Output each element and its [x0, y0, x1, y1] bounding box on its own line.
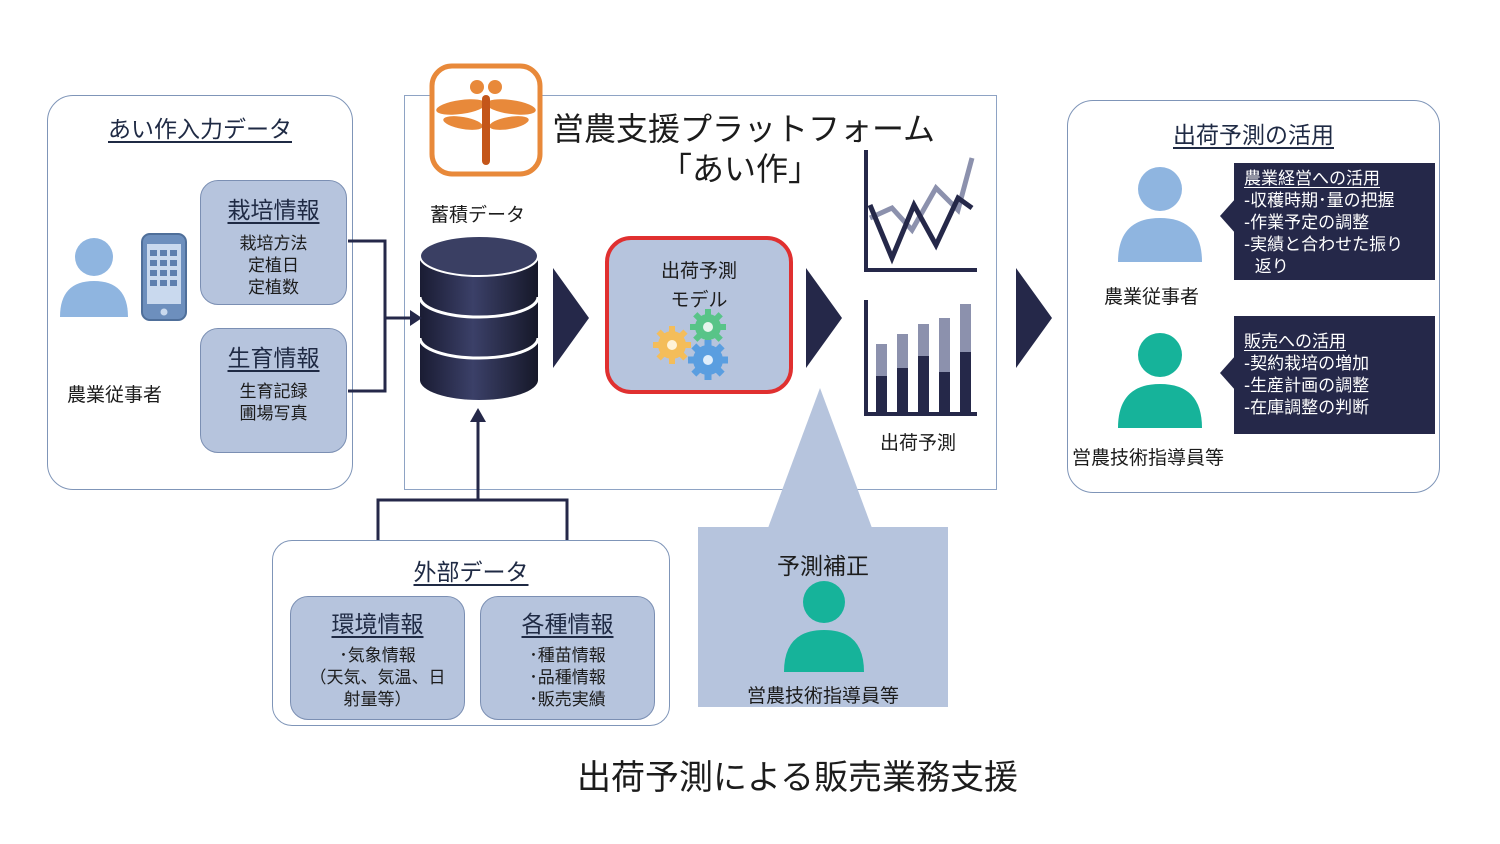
farm-management-usage-box: 農業経営への活用 -収穫時期･量の把握 -作業予定の調整 -実績と合わせた振り … — [1234, 163, 1435, 280]
bar-chart-icon — [864, 300, 977, 416]
arrow-right-icon — [1016, 268, 1052, 368]
growth-info-title: 生育情報 — [227, 346, 320, 372]
sales-usage-item: -生産計画の調整 — [1244, 376, 1370, 396]
various-item: ･種苗情報 — [529, 646, 606, 666]
arrow-right-icon — [806, 268, 842, 368]
input-data-title: あい作入力データ — [108, 117, 292, 143]
correction-title: 予測補正 — [777, 554, 869, 580]
sales-usage-item: -契約栽培の増加 — [1244, 354, 1370, 374]
farmer-person-icon — [60, 238, 128, 317]
environment-item: （天気、気温、日 — [309, 668, 446, 688]
diagram-caption: 出荷予測による販売業務支援 — [577, 758, 1018, 798]
farm-management-item: -実績と合わせた振り — [1244, 235, 1404, 255]
farm-management-item: -作業予定の調整 — [1244, 213, 1370, 233]
cultivation-item: 栽培方法 — [239, 234, 308, 254]
environment-item: ･気象情報 — [339, 646, 416, 666]
farm-management-item: 返り — [1244, 257, 1289, 277]
environment-item: 射量等） — [343, 690, 412, 710]
sales-usage-item: -在庫調整の判断 — [1244, 398, 1370, 418]
arrow-right-icon — [553, 268, 589, 368]
various-info-box: 各種情報 ･種苗情報 ･品種情報 ･販売実績 — [480, 596, 655, 720]
smartphone-icon — [141, 233, 187, 321]
growth-item: 生育記録 — [239, 382, 308, 402]
environment-info-box: 環境情報 ･気象情報 （天気、気温、日 射量等） — [290, 596, 465, 720]
growth-item: 圃場写真 — [239, 404, 308, 424]
various-item: ･品種情報 — [529, 668, 606, 688]
cultivation-info-title: 栽培情報 — [227, 198, 320, 224]
usage-farmer-label: 農業従事者 — [1104, 286, 1200, 308]
sales-usage-title: 販売への活用 — [1244, 332, 1346, 352]
environment-info-title: 環境情報 — [331, 612, 424, 638]
instructor-person-icon — [784, 581, 864, 672]
various-item: ･販売実績 — [529, 690, 606, 710]
farm-management-title: 農業経営への活用 — [1244, 169, 1380, 189]
cultivation-item: 定植数 — [248, 278, 299, 298]
model-label-line2: モデル — [670, 289, 728, 311]
external-data-title: 外部データ — [413, 560, 529, 586]
model-label-line1: 出荷予測 — [660, 260, 737, 282]
usage-title: 出荷予測の活用 — [1173, 123, 1334, 149]
farmer-person-icon — [1118, 167, 1202, 262]
platform-title-line2: 「あい作」 — [660, 150, 821, 188]
database-icon — [418, 235, 540, 400]
platform-panel — [404, 95, 997, 490]
cultivation-info-box: 栽培情報 栽培方法 定植日 定植数 — [200, 180, 347, 305]
usage-instructor-label: 営農技術指導員等 — [1072, 447, 1225, 469]
storage-label: 蓄積データ — [430, 204, 526, 226]
farm-management-item: -収穫時期･量の把握 — [1244, 191, 1395, 211]
dragonfly-logo-icon — [429, 63, 543, 177]
cultivation-item: 定植日 — [248, 256, 299, 276]
farmer-label: 農業従事者 — [67, 384, 163, 406]
line-chart-icon — [864, 150, 977, 272]
growth-info-box: 生育情報 生育記録 圃場写真 — [200, 328, 347, 453]
sales-usage-box: 販売への活用 -契約栽培の増加 -生産計画の調整 -在庫調整の判断 — [1234, 316, 1435, 434]
callout-pointer-icon — [1220, 355, 1236, 391]
correction-person-label: 営農技術指導員等 — [746, 685, 899, 707]
various-info-title: 各種情報 — [521, 612, 614, 638]
callout-pointer-icon — [1220, 198, 1236, 234]
instructor-person-icon — [1118, 333, 1202, 428]
platform-title-line1: 営農支援プラットフォーム — [552, 110, 936, 148]
forecast-label: 出荷予測 — [880, 432, 957, 454]
gears-icon — [653, 309, 728, 380]
